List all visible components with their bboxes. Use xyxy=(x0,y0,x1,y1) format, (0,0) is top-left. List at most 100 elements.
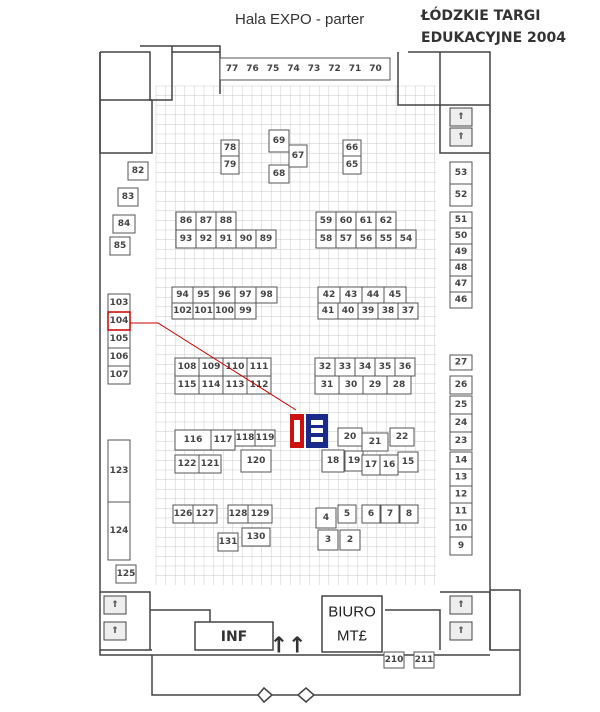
stand-106[interactable]: 106 xyxy=(107,347,131,367)
stand-36[interactable]: 36 xyxy=(394,357,416,377)
stand-126[interactable]: 126 xyxy=(172,504,194,524)
stand-100[interactable]: 100 xyxy=(213,302,236,320)
stand-86[interactable]: 86 xyxy=(175,211,197,231)
stand-92[interactable]: 92 xyxy=(195,229,217,249)
stand-104[interactable]: 104 xyxy=(107,311,131,331)
stand-13[interactable]: 13 xyxy=(449,468,473,487)
stand-24[interactable]: 24 xyxy=(449,413,473,433)
stand-61[interactable]: 61 xyxy=(355,211,377,231)
stand-101[interactable]: 101 xyxy=(192,302,215,320)
stand-14[interactable]: 14 xyxy=(449,451,473,470)
stand-131[interactable]: 131 xyxy=(217,532,239,552)
stand-109[interactable]: 109 xyxy=(198,357,224,377)
stand-84[interactable]: 84 xyxy=(112,214,136,234)
stand-117[interactable]: 117 xyxy=(210,429,236,451)
stand-59[interactable]: 59 xyxy=(315,211,337,231)
stand-85[interactable]: 85 xyxy=(109,236,131,256)
stand-29[interactable]: 29 xyxy=(362,375,388,395)
stand-68[interactable]: 68 xyxy=(268,164,290,184)
stand-15[interactable]: 15 xyxy=(397,451,419,473)
stand-66[interactable]: 66 xyxy=(342,139,362,157)
stand-116[interactable]: 116 xyxy=(174,429,212,451)
stand-40[interactable]: 40 xyxy=(337,302,359,320)
stand-118[interactable]: 118 xyxy=(234,429,256,447)
stand-111[interactable]: 111 xyxy=(246,357,272,377)
stand-124[interactable]: 124 xyxy=(107,501,131,561)
stand-83[interactable]: 83 xyxy=(117,187,139,207)
stand-110[interactable]: 110 xyxy=(222,357,248,377)
stand-125[interactable]: 125 xyxy=(115,564,137,584)
stand-5[interactable]: 5 xyxy=(337,504,357,524)
stand-97[interactable]: 97 xyxy=(234,286,257,304)
stand-43[interactable]: 43 xyxy=(339,286,363,304)
stand-78[interactable]: 78 xyxy=(220,139,240,157)
stand-8[interactable]: 8 xyxy=(399,504,419,524)
stand-54[interactable]: 54 xyxy=(395,229,417,249)
stand-35[interactable]: 35 xyxy=(374,357,396,377)
stand-129[interactable]: 129 xyxy=(247,504,273,524)
stand-49[interactable]: 49 xyxy=(449,243,473,261)
stand-16[interactable]: 16 xyxy=(379,454,399,476)
stand-47[interactable]: 47 xyxy=(449,275,473,293)
stand-3[interactable]: 3 xyxy=(317,529,339,551)
stand-27[interactable]: 27 xyxy=(449,354,473,371)
stand-211[interactable]: 211 xyxy=(413,651,435,669)
stand-79[interactable]: 79 xyxy=(220,155,240,175)
stand-38[interactable]: 38 xyxy=(377,302,399,320)
stand-88[interactable]: 88 xyxy=(215,211,237,231)
stand-60[interactable]: 60 xyxy=(335,211,357,231)
stand-210[interactable]: 210 xyxy=(383,651,405,669)
stand-57[interactable]: 57 xyxy=(335,229,357,249)
stand-119[interactable]: 119 xyxy=(254,429,276,447)
stand-115[interactable]: 115 xyxy=(174,375,200,395)
stand-19[interactable]: 19 xyxy=(344,450,364,472)
stand-21[interactable]: 21 xyxy=(361,432,389,452)
stand-90[interactable]: 90 xyxy=(235,229,257,249)
stand-120[interactable]: 120 xyxy=(240,449,272,473)
stand-56[interactable]: 56 xyxy=(355,229,377,249)
stand-113[interactable]: 113 xyxy=(222,375,248,395)
stand-58[interactable]: 58 xyxy=(315,229,337,249)
stand-114[interactable]: 114 xyxy=(198,375,224,395)
stand-69[interactable]: 69 xyxy=(268,129,290,153)
stand-44[interactable]: 44 xyxy=(361,286,385,304)
stand-7[interactable]: 7 xyxy=(380,504,400,524)
stand-93[interactable]: 93 xyxy=(175,229,197,249)
stand-46[interactable]: 46 xyxy=(449,291,473,309)
stand-9[interactable]: 9 xyxy=(449,536,473,556)
stand-121[interactable]: 121 xyxy=(198,454,222,474)
stand-30[interactable]: 30 xyxy=(338,375,364,395)
stand-34[interactable]: 34 xyxy=(354,357,376,377)
stand-127[interactable]: 127 xyxy=(192,504,218,524)
stand-28[interactable]: 28 xyxy=(386,375,412,395)
stand-122[interactable]: 122 xyxy=(174,454,200,474)
stand-48[interactable]: 48 xyxy=(449,259,473,277)
stand-10[interactable]: 10 xyxy=(449,519,473,538)
stand-33[interactable]: 33 xyxy=(334,357,356,377)
stand-39[interactable]: 39 xyxy=(357,302,379,320)
stand-108[interactable]: 108 xyxy=(174,357,200,377)
stand-112[interactable]: 112 xyxy=(246,375,272,395)
stand-41[interactable]: 41 xyxy=(317,302,339,320)
stand-105[interactable]: 105 xyxy=(107,329,131,349)
stand-96[interactable]: 96 xyxy=(213,286,236,304)
stand-11[interactable]: 11 xyxy=(449,502,473,521)
stand-20[interactable]: 20 xyxy=(337,427,363,447)
stand-67[interactable]: 67 xyxy=(288,144,308,168)
stand-51[interactable]: 51 xyxy=(449,211,473,229)
stand-4[interactable]: 4 xyxy=(315,507,337,529)
stand-26[interactable]: 26 xyxy=(449,375,473,395)
stand-23[interactable]: 23 xyxy=(449,431,473,451)
stand-82[interactable]: 82 xyxy=(127,161,149,181)
stand-31[interactable]: 31 xyxy=(314,375,340,395)
stand-98[interactable]: 98 xyxy=(255,286,278,304)
stand-95[interactable]: 95 xyxy=(192,286,215,304)
stand-128[interactable]: 128 xyxy=(227,504,249,524)
stand-6[interactable]: 6 xyxy=(361,504,381,524)
stand-65[interactable]: 65 xyxy=(342,155,362,175)
stand-102[interactable]: 102 xyxy=(171,302,194,320)
stand-103[interactable]: 103 xyxy=(107,293,131,313)
stand-42[interactable]: 42 xyxy=(317,286,341,304)
stand-62[interactable]: 62 xyxy=(375,211,397,231)
stand-99[interactable]: 99 xyxy=(234,302,257,320)
